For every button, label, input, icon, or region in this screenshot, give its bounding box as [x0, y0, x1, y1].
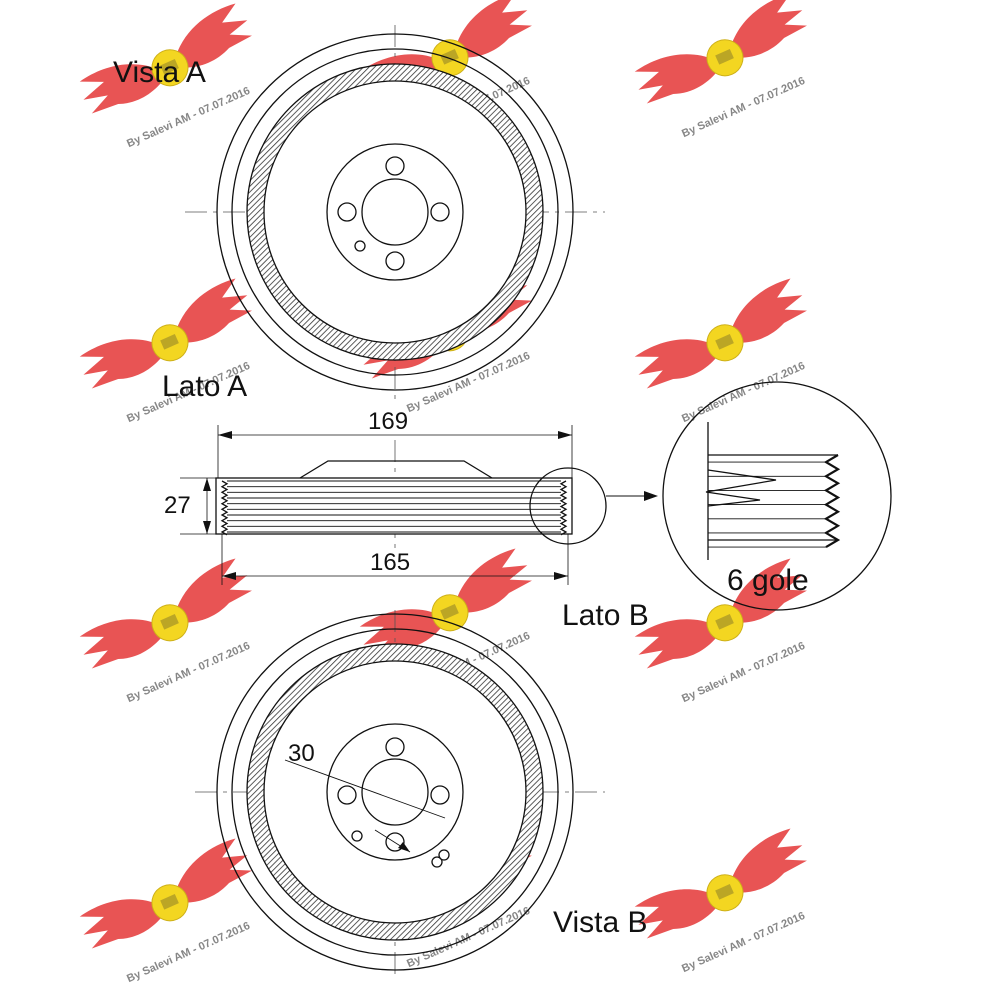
watermark-logo-icon: By Salevi AM - 07.07.2016 [626, 275, 815, 425]
watermark-logo-icon: By Salevi AM - 07.07.2016 [71, 555, 260, 705]
vista-a-label: Vista A [113, 56, 206, 89]
watermark-logo-icon: By Salevi AM - 07.07.2016 [626, 825, 815, 975]
angle-label: 30 [288, 740, 315, 767]
vista-b-label: Vista B [553, 906, 648, 939]
watermark-logo-icon: By Salevi AM - 07.07.2016 [626, 0, 815, 140]
outer-diameter-label: 169 [368, 408, 409, 435]
watermark-logo-icon: By Salevi AM - 07.07.2016 [71, 835, 260, 985]
groove-detail-view [662, 381, 892, 611]
groove-edge [220, 480, 229, 536]
width-label: 27 [164, 492, 191, 519]
grooves-count-label: 6 gole [727, 564, 809, 597]
detail-groove-profile [823, 454, 841, 549]
groove-edge [559, 480, 568, 536]
vista-b-view [195, 610, 605, 975]
side-view [180, 425, 648, 585]
arrow-right-icon [644, 491, 658, 501]
lato-b-label: Lato B [562, 599, 649, 632]
watermark-logo-icon: By Salevi AM - 07.07.2016 [71, 275, 260, 425]
vista-a-view [185, 25, 605, 400]
groove-diameter-label: 165 [370, 549, 411, 576]
lato-a-label: Lato A [162, 370, 248, 403]
